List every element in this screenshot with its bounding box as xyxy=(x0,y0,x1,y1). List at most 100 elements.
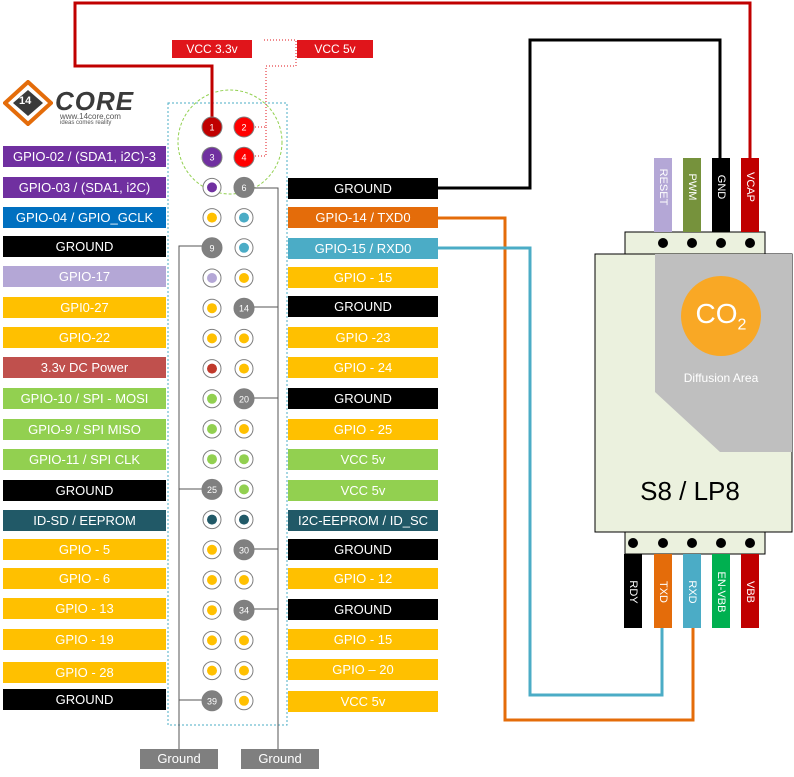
sensor-bottom-pin-dot xyxy=(745,538,755,548)
logo-icon xyxy=(3,80,53,126)
gpio-pin-dot-31 xyxy=(207,575,217,585)
sensor-bottom-pin-label: RDY xyxy=(627,580,639,604)
logo: 14 CORE www.14core.com ideas comes reali… xyxy=(0,78,160,128)
sensor-bottom-pin xyxy=(624,554,642,628)
right-pin-label: GPIO-15 / RXD0 xyxy=(288,238,438,259)
gpio-pin-number-14: 14 xyxy=(239,304,249,314)
gpio-pin-25 xyxy=(201,478,223,500)
gpio-pin-dot-26 xyxy=(239,484,249,495)
sensor-top-pin-dot xyxy=(745,238,755,248)
sensor-bottom-pin-dot xyxy=(687,538,697,548)
co2-subscript: 2 xyxy=(737,316,747,334)
logo-tagline: ideas comes reality xyxy=(60,120,112,126)
left-pin-label: GPIO-10 / SPI - MOSI xyxy=(3,388,166,409)
co2-badge xyxy=(681,276,761,356)
sensor-bottom-pin xyxy=(654,554,672,628)
sensor-name: S8 / LP8 xyxy=(640,476,740,506)
logo-url: www.14core.com xyxy=(60,112,121,121)
right-pin-label: GPIO - 15 xyxy=(288,267,438,288)
gpio-pin-9 xyxy=(201,237,223,259)
sensor-top-pin-label: PWM xyxy=(686,173,698,201)
sensor-top-pin xyxy=(741,158,759,232)
right-pin-label: GROUND xyxy=(288,178,438,199)
sensor-bottom-pin-dot xyxy=(658,538,668,548)
sensor-top-pin-label: RESET xyxy=(657,168,669,206)
gpio-pin-dot-29 xyxy=(207,544,217,555)
gpio-pin-number-3: 3 xyxy=(209,153,214,163)
co2-label: CO2 xyxy=(681,298,761,335)
right-pin-label: I2C-EEPROM / ID_SC xyxy=(288,510,438,531)
sensor-top-pin-label: VCAP xyxy=(744,172,756,202)
gpio-pin-3 xyxy=(201,146,223,168)
right-pin-label: VCC 5v xyxy=(288,480,438,501)
right-pin-label: GPIO-14 / TXD0 xyxy=(288,207,438,228)
right-pin-label: GPIO -23 xyxy=(288,327,438,348)
sensor-top-pin xyxy=(712,158,730,232)
right-pin-label: GROUND xyxy=(288,599,438,620)
left-pin-label: GPI0-27 xyxy=(3,297,166,318)
ground-bus-left xyxy=(178,245,203,750)
gpio-pin-dot-22 xyxy=(239,424,249,434)
gpio-pin-dot-17 xyxy=(207,363,217,374)
left-pin-label: GPIO-9 / SPI MISO xyxy=(3,419,166,440)
sensor-top-pin xyxy=(683,158,701,232)
gpio-pin-number-25: 25 xyxy=(207,485,217,495)
gpio-pin-number-9: 9 xyxy=(209,243,214,253)
gpio-pin-20 xyxy=(233,388,255,410)
ground-wire xyxy=(438,38,722,190)
sensor-bottom-pin-label: TXD xyxy=(657,581,669,603)
gpio-pin-dot-15 xyxy=(207,333,217,344)
sensor-bottom-pin-label: EN-VBB xyxy=(715,571,727,613)
left-pin-label: GPIO-04 / GPIO_GCLK xyxy=(3,207,166,228)
sensor-bottom-pin xyxy=(741,554,759,628)
gpio-pin-dot-8 xyxy=(239,212,249,223)
gpio-pin-dot-12 xyxy=(239,273,249,283)
left-pin-label: GPIO-22 xyxy=(3,327,166,348)
gpio-pin-dot-18 xyxy=(239,363,249,374)
gpio-pin-dot-19 xyxy=(207,393,217,404)
sensor-bottom-pin xyxy=(712,554,730,628)
gpio-pin-dot-11 xyxy=(207,273,217,283)
sensor-bottom-pin xyxy=(683,554,701,628)
vcc-5-label: VCC 5v xyxy=(297,40,373,58)
gpio-header-outline xyxy=(167,102,288,726)
gpio-pin-dot-16 xyxy=(239,333,249,344)
right-pin-label: VCC 5v xyxy=(288,449,438,470)
right-pin-label: GROUND xyxy=(288,388,438,409)
right-pin-label: GPIO - 12 xyxy=(288,568,438,589)
right-pin-label: GROUND xyxy=(288,296,438,317)
gpio-pin-dot-38 xyxy=(239,665,249,676)
gpio-pin-39 xyxy=(201,690,223,712)
right-pin-label: GPIO - 15 xyxy=(288,629,438,650)
rxd-wire xyxy=(438,246,664,697)
gpio-pin-dot-23 xyxy=(207,454,217,465)
sensor-bottom-pin-dot xyxy=(628,538,638,548)
sensor-top-pin-dot xyxy=(687,238,697,248)
sensor-bottom-pin-label: VBB xyxy=(744,580,756,603)
gpio-pin-dot-32 xyxy=(239,575,249,585)
logo-badge: 14 xyxy=(19,95,32,107)
left-pin-label: GPIO-02 / (SDA1, i2C)-3 xyxy=(3,146,166,167)
left-pin-label: GROUND xyxy=(3,236,166,257)
gpio-pin-34 xyxy=(233,599,255,621)
gpio-pin-dot-10 xyxy=(239,242,249,253)
left-pin-label: GROUND xyxy=(3,689,166,710)
vcc33-wire xyxy=(73,1,752,160)
gpio-pin-14 xyxy=(233,297,255,319)
gpio-pin-dot-40 xyxy=(239,695,249,706)
sensor-top-pin-label: GND xyxy=(715,174,727,200)
gpio-pin-dot-24 xyxy=(239,454,249,465)
sensor-top-pin-dot xyxy=(716,238,726,248)
gpio-pin-2 xyxy=(233,116,255,138)
logo-text: CORE xyxy=(55,86,135,116)
left-pin-label: GPIO-11 / SPI CLK xyxy=(3,449,166,470)
ground-label-right: Ground xyxy=(241,749,319,769)
sensor-bottom-pin-label: RXD xyxy=(686,580,698,604)
left-pin-label: GPIO - 19 xyxy=(3,629,166,650)
left-pin-label: GPIO - 28 xyxy=(3,662,166,683)
txd-wire xyxy=(438,216,695,722)
gpio-pin-number-30: 30 xyxy=(239,545,249,555)
vcc-33-label: VCC 3.3v xyxy=(172,40,252,58)
ground-label-left: Ground xyxy=(140,749,218,769)
